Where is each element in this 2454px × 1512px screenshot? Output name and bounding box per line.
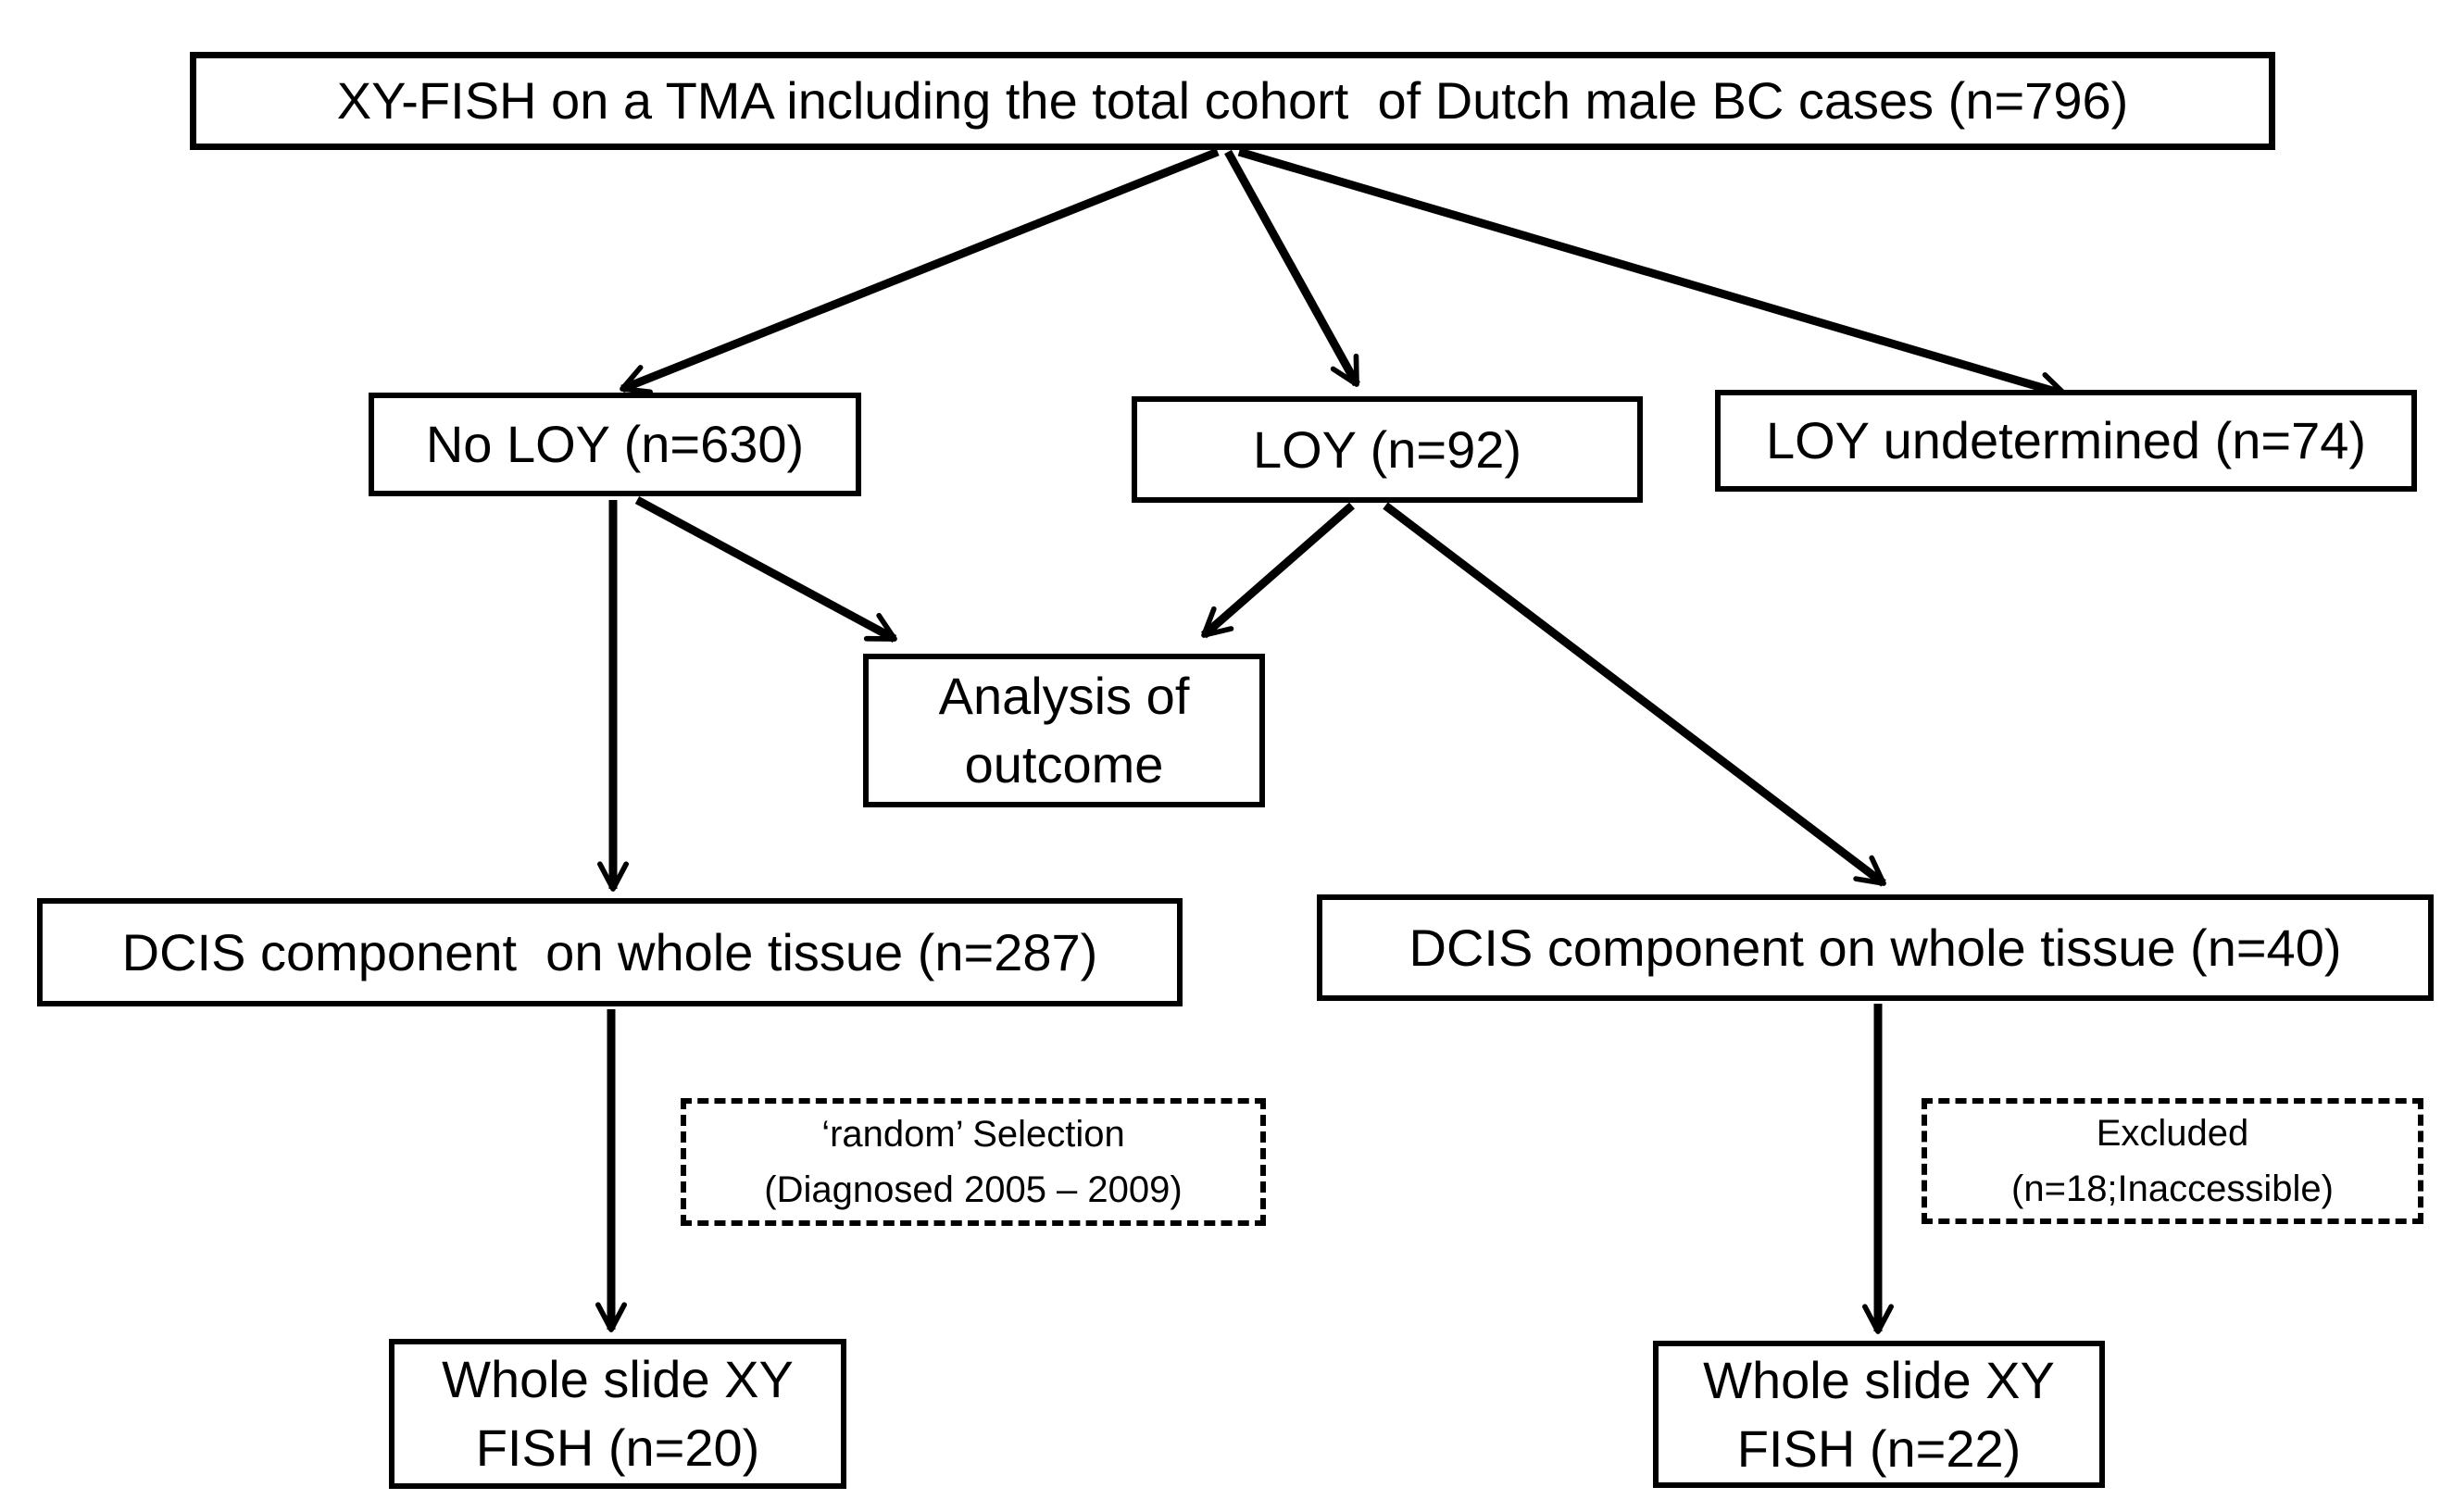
arrow-cohort-to-no-loy	[620, 147, 1220, 395]
node-no-loy-label: No LOY (n=630)	[425, 415, 805, 474]
node-whole-slide-fish-loy: Whole slide XY FISH (n=22)	[1653, 1341, 2105, 1488]
node-no-loy: No LOY (n=630)	[369, 393, 861, 496]
node-total-cohort-label: XY-FISH on a TMA including the total coh…	[336, 71, 2129, 131]
node-fish-no-loy-line1: Whole slide XY	[442, 1350, 794, 1409]
node-loy-undetermined-label: LOY undetermined (n=74)	[1765, 411, 2367, 470]
node-dcis-loy: DCIS component on whole tissue (n=40)	[1317, 894, 2434, 1001]
node-total-cohort: XY-FISH on a TMA including the total coh…	[190, 52, 2275, 150]
node-excluded-line1: Excluded	[2096, 1113, 2249, 1154]
node-excluded-line2: (n=18;Inaccessible)	[2011, 1168, 2334, 1209]
node-analysis-of-outcome: Analysis of outcome	[863, 654, 1265, 807]
arrow-loy-to-dcis	[1383, 502, 1886, 887]
node-loy-label: LOY (n=92)	[1252, 419, 1522, 479]
node-random-selection: ‘random’ Selection (Diagnosed 2005 – 200…	[681, 1098, 1266, 1226]
node-excluded: Excluded (n=18;Inaccessible)	[1922, 1098, 2423, 1224]
node-random-selection-line2: (Diagnosed 2005 – 2009)	[764, 1169, 1183, 1210]
node-analysis-line2: outcome	[964, 735, 1164, 793]
node-whole-slide-fish-no-loy: Whole slide XY FISH (n=20)	[389, 1339, 846, 1489]
node-random-selection-line1: ‘random’ Selection	[821, 1114, 1125, 1155]
node-dcis-no-loy-label: DCIS component on whole tissue (n=287)	[121, 922, 1098, 981]
node-fish-no-loy-line2: FISH (n=20)	[475, 1418, 760, 1477]
node-loy: LOY (n=92)	[1132, 396, 1643, 503]
node-analysis-line1: Analysis of	[938, 667, 1190, 726]
node-loy-undetermined: LOY undetermined (n=74)	[1715, 390, 2417, 492]
arrow-loy-to-analysis	[1201, 502, 1355, 639]
arrow-cohort-to-loy	[1224, 149, 1360, 387]
node-dcis-no-loy: DCIS component on whole tissue (n=287)	[37, 898, 1183, 1006]
arrow-cohort-to-loy-undetermined	[1237, 147, 2068, 403]
node-dcis-loy-label: DCIS component on whole tissue (n=40)	[1409, 918, 2342, 977]
arrow-no-loy-to-analysis	[634, 496, 897, 643]
node-fish-loy-line2: FISH (n=22)	[1736, 1418, 2022, 1478]
node-fish-loy-line1: Whole slide XY	[1703, 1350, 2055, 1409]
